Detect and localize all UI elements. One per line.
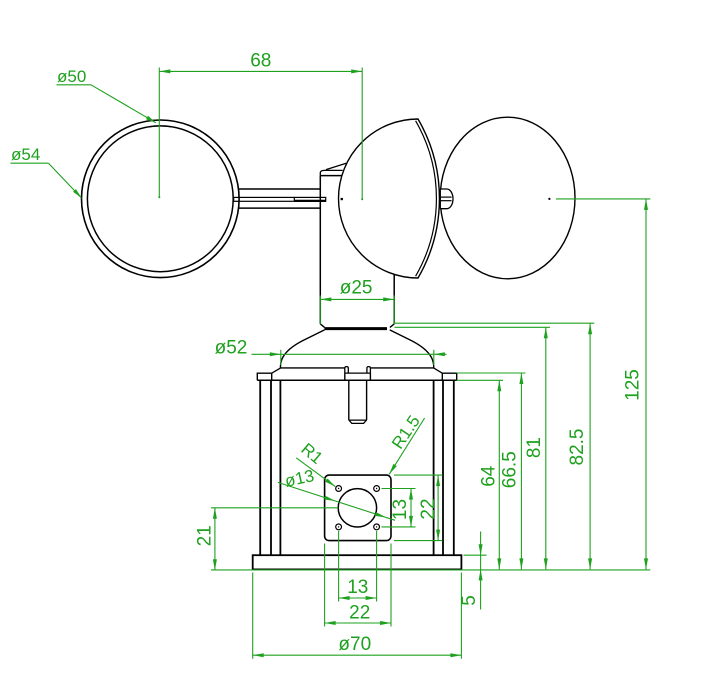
svg-text:ø54: ø54 <box>11 145 40 164</box>
svg-text:66.5: 66.5 <box>500 451 521 488</box>
svg-text:ø52: ø52 <box>215 338 248 359</box>
svg-text:21: 21 <box>195 525 216 546</box>
svg-text:13: 13 <box>390 499 411 520</box>
svg-text:81: 81 <box>524 437 545 458</box>
svg-text:64: 64 <box>478 465 499 487</box>
svg-text:125: 125 <box>622 369 643 401</box>
svg-text:ø25: ø25 <box>340 277 373 298</box>
svg-text:ø70: ø70 <box>338 634 371 655</box>
svg-text:82.5: 82.5 <box>567 429 588 466</box>
svg-text:13: 13 <box>347 577 368 598</box>
svg-text:22: 22 <box>418 498 439 519</box>
svg-text:ø50: ø50 <box>57 67 86 86</box>
svg-text:5: 5 <box>459 595 480 606</box>
svg-text:22: 22 <box>349 603 370 624</box>
svg-text:68: 68 <box>250 51 271 72</box>
